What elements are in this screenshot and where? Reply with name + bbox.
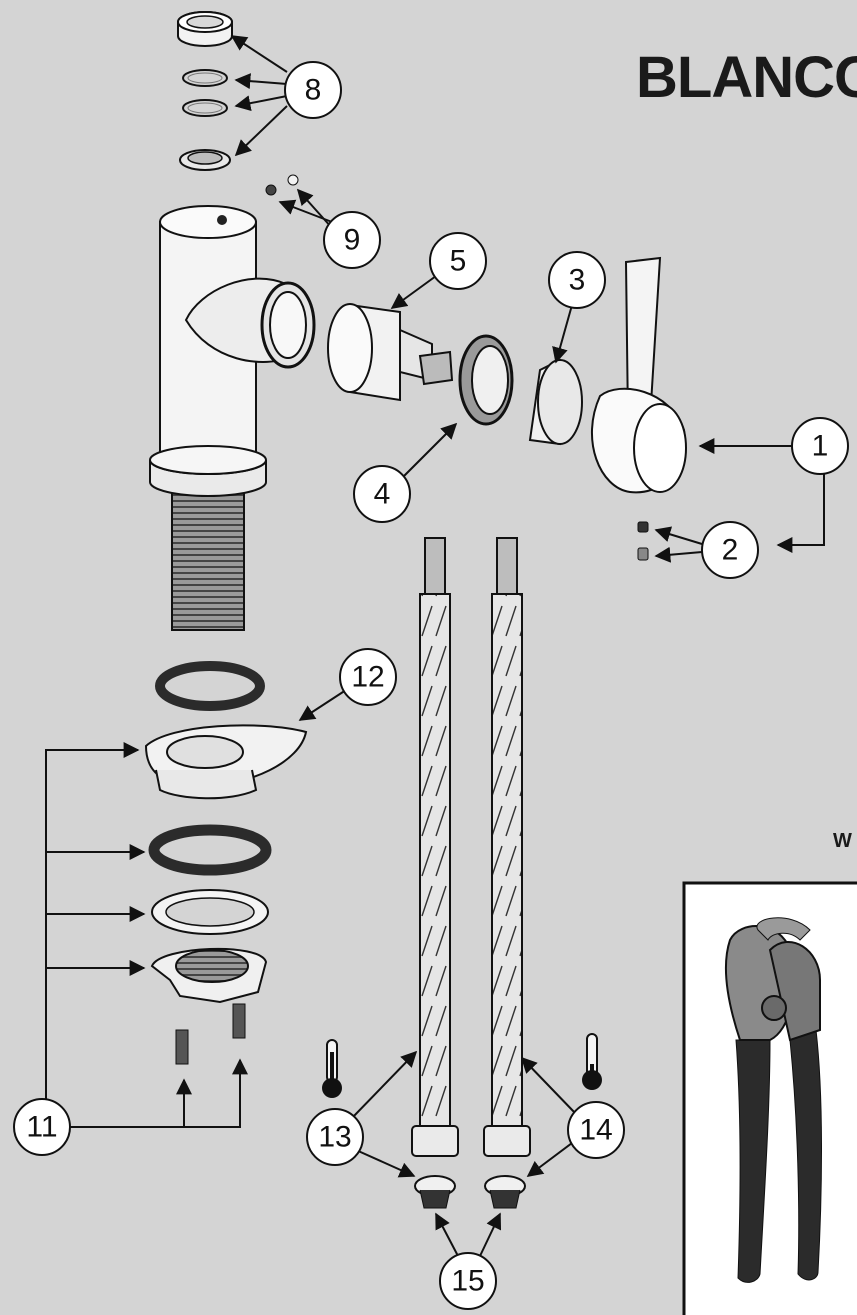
tool-panel (682, 881, 857, 1315)
part-8-seal-set (177, 11, 233, 171)
part-15-washers (414, 1175, 526, 1209)
thermometer-cold-icon (582, 1033, 602, 1090)
callout-12: 12 (339, 648, 397, 706)
svg-text:13: 13 (318, 1121, 351, 1154)
brand-title: BLANCO (636, 45, 857, 110)
leader-lines (45, 35, 825, 1257)
svg-text:15: 15 (451, 1265, 484, 1298)
svg-text:12: 12 (351, 661, 384, 694)
callout-8: 8 (284, 61, 342, 119)
callout-4: 4 (353, 465, 411, 523)
part-2-screws (637, 521, 649, 561)
part-11-mounting-set (148, 824, 272, 1065)
svg-text:11: 11 (26, 1111, 57, 1144)
part-5-cartridge (327, 303, 454, 402)
part-3-cover-sleeve (528, 358, 583, 446)
svg-text:8: 8 (305, 74, 322, 107)
part-4-seal-ring (458, 334, 514, 426)
part-12-base-plate (144, 661, 308, 800)
svg-text:9: 9 (344, 224, 361, 257)
svg-text:2: 2 (722, 534, 739, 567)
faucet-body (149, 205, 316, 631)
callouts: 8 9 5 3 1 4 2 12 11 13 14 15 (13, 61, 849, 1310)
part-9-grub-screws (265, 174, 299, 196)
svg-text:4: 4 (374, 478, 391, 511)
thermometer-hot-icon (322, 1039, 342, 1098)
callout-13: 13 (306, 1108, 364, 1166)
callout-1: 1 (791, 417, 849, 475)
svg-text:3: 3 (569, 264, 586, 297)
callout-2: 2 (701, 521, 759, 579)
svg-text:5: 5 (450, 245, 467, 278)
part-1-lever-handle (591, 256, 687, 494)
callout-14: 14 (567, 1101, 625, 1159)
part-14-hose-cold (483, 537, 531, 1157)
svg-text:14: 14 (579, 1114, 612, 1147)
callout-15: 15 (439, 1252, 497, 1310)
svg-text:1: 1 (812, 430, 829, 463)
side-label: W (833, 830, 852, 852)
callout-11: 11 (13, 1098, 71, 1156)
callout-5: 5 (429, 232, 487, 290)
callout-3: 3 (548, 251, 606, 309)
callout-9: 9 (323, 211, 381, 269)
part-13-hose-hot (411, 537, 459, 1157)
pliers-icon (724, 917, 822, 1283)
